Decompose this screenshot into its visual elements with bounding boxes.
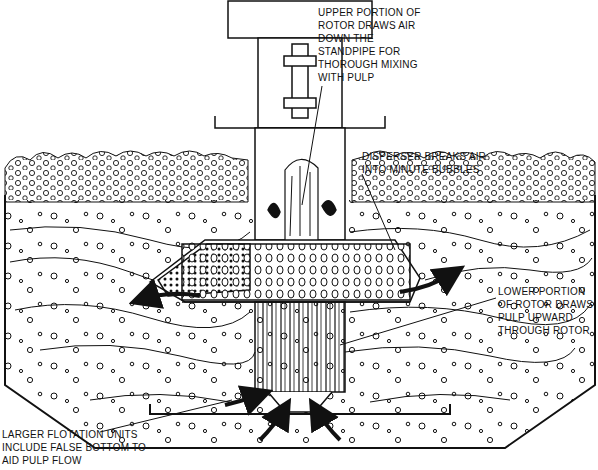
callout-label: DISPERSER BREAKS AIR INTO MINUTE BUBBLES	[362, 150, 512, 176]
callout-label: LARGER FLOTATION UNITS INCLUDE FALSE BOT…	[2, 428, 152, 467]
froth-left	[5, 151, 248, 202]
lower-rotor	[255, 302, 345, 412]
callout-label: LOWER PORTION OF ROTOR DRAWS PULP UPWARD…	[498, 285, 596, 337]
callout-label: UPPER PORTION OF ROTOR DRAWS AIR DOWN TH…	[318, 6, 422, 84]
standpipe	[255, 128, 345, 240]
leader-lines	[100, 86, 496, 432]
froth-right	[352, 151, 595, 202]
flow-arrows	[140, 272, 455, 440]
